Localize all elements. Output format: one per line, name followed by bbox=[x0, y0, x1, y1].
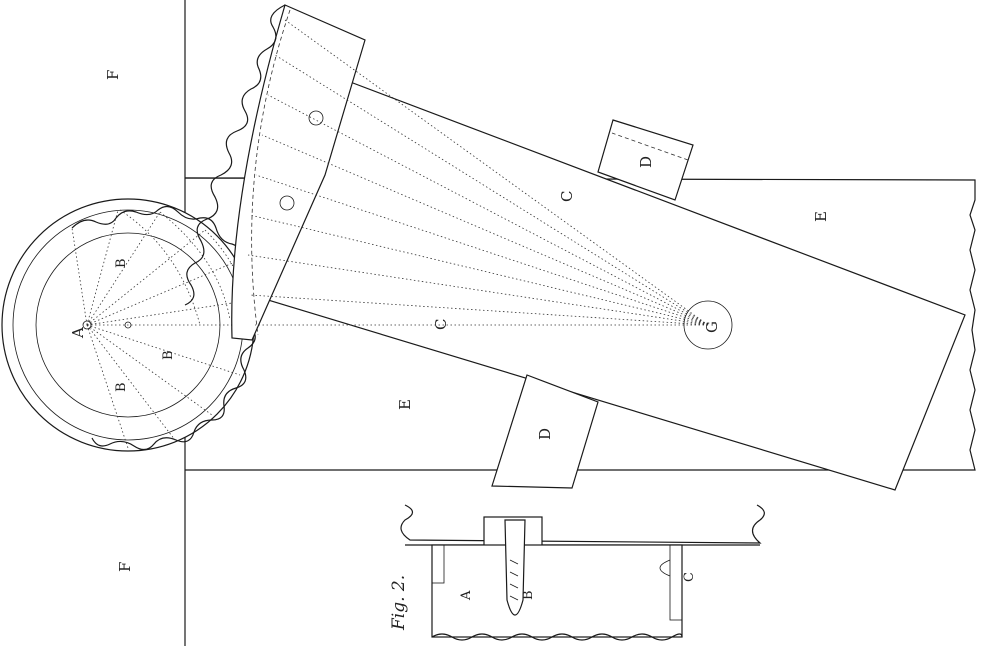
label-F-top: F bbox=[104, 70, 122, 80]
label-A: A bbox=[69, 327, 87, 339]
labels: F F A B B B C C D D E E G Fig. 2. A B C bbox=[69, 70, 830, 631]
label-F-bottom: F bbox=[116, 562, 134, 572]
label-E-left: E bbox=[396, 399, 414, 410]
fig2-detail bbox=[400, 504, 765, 641]
block-E bbox=[184, 177, 976, 471]
pivot-G bbox=[683, 300, 733, 350]
guide-D-upper bbox=[597, 119, 694, 201]
label-B-upper: B bbox=[114, 258, 129, 268]
fig2-caption: Fig. 2. bbox=[389, 575, 409, 631]
label-D-lower: D bbox=[536, 428, 554, 440]
guide-D-lower bbox=[491, 374, 599, 489]
label-B-lower-right: B bbox=[161, 350, 176, 360]
label-fig2-A: A bbox=[459, 590, 474, 601]
toothed-sector bbox=[184, 4, 366, 341]
label-C-lower: C bbox=[432, 319, 450, 330]
label-D-upper: D bbox=[637, 156, 655, 168]
label-G: G bbox=[703, 321, 721, 333]
wheel-A bbox=[1, 198, 257, 452]
lever-C bbox=[234, 79, 966, 491]
label-fig2-C: C bbox=[682, 572, 697, 582]
sector-radials bbox=[247, 19, 709, 326]
label-B-lower-left: B bbox=[114, 382, 129, 392]
label-fig2-B: B bbox=[521, 590, 536, 600]
label-C-upper: C bbox=[558, 191, 576, 202]
label-E-right: E bbox=[812, 211, 830, 222]
